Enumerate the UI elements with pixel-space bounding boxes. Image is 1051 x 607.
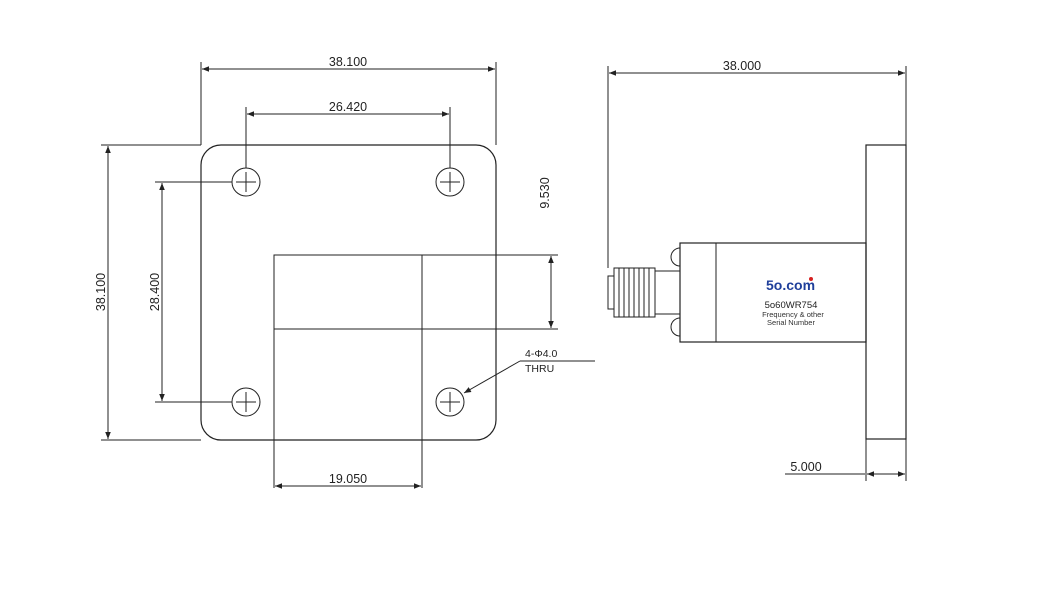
dim-flange-height-label: 38.100 bbox=[94, 273, 108, 311]
connector-hex bbox=[654, 270, 681, 315]
dim-flange-thickness-label: 5.000 bbox=[790, 460, 821, 474]
logo-dot bbox=[809, 277, 813, 281]
brand-logo: 5o.com bbox=[766, 277, 815, 293]
screw-head-bottom bbox=[670, 317, 681, 337]
flange-outline bbox=[200, 144, 497, 441]
waveguide-aperture bbox=[273, 254, 423, 330]
dimension-overall-length: 38.000 bbox=[607, 59, 907, 268]
dim-flange-width-label: 38.100 bbox=[329, 55, 367, 69]
dimension-flange-thickness: 5.000 bbox=[785, 439, 907, 481]
dimension-flange-height: 38.100 bbox=[94, 144, 201, 441]
dim-hole-spacing-x-label: 26.420 bbox=[329, 100, 367, 114]
side-flange bbox=[865, 144, 907, 440]
label-line3: Serial Number bbox=[767, 318, 815, 327]
dimension-hole-spacing-y: 28.400 bbox=[148, 181, 232, 403]
mounting-hole-top-right bbox=[435, 167, 465, 197]
hole-callout-line1: 4-Φ4.0 bbox=[525, 348, 557, 360]
front-view: 38.100 26.420 38.100 28.400 bbox=[94, 55, 595, 489]
side-view: 5o.com 5o60WR754 Frequency & other Seria… bbox=[607, 59, 907, 481]
hole-callout: 4-Φ4.0 THRU bbox=[463, 348, 595, 394]
dim-aperture-height-label: 9.530 bbox=[538, 177, 552, 208]
dimension-hole-spacing-x: 26.420 bbox=[245, 100, 451, 168]
dimension-aperture-width: 19.050 bbox=[275, 472, 421, 489]
dim-hole-spacing-y-label: 28.400 bbox=[148, 273, 162, 311]
label-model: 5o60WR754 bbox=[765, 300, 818, 311]
threaded-connector bbox=[607, 267, 656, 318]
dimension-aperture-height: 9.530 bbox=[422, 177, 558, 330]
mounting-hole-bottom-right bbox=[435, 387, 465, 417]
label-line2: Frequency & other bbox=[762, 310, 824, 319]
hole-callout-line2: THRU bbox=[525, 363, 554, 375]
product-label: 5o.com 5o60WR754 Frequency & other Seria… bbox=[762, 277, 824, 327]
dimension-flange-width: 38.100 bbox=[200, 55, 497, 145]
dim-overall-length-label: 38.000 bbox=[723, 59, 761, 73]
mounting-hole-top-left bbox=[231, 167, 261, 197]
screw-head-top bbox=[670, 247, 681, 267]
mounting-hole-bottom-left bbox=[231, 387, 261, 417]
dim-aperture-width-label: 19.050 bbox=[329, 472, 367, 486]
